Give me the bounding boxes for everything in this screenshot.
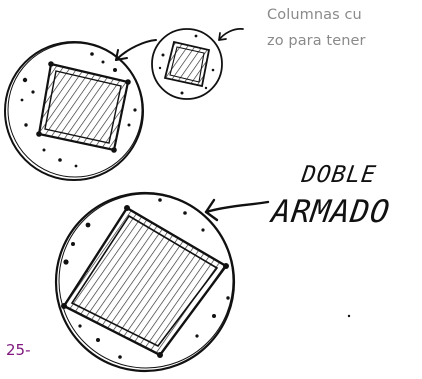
annotation-label-line-1: DOBLE	[300, 162, 379, 188]
arrow-icon	[204, 198, 270, 222]
arrow-icon	[115, 39, 157, 61]
arrow-icon	[218, 28, 244, 41]
body-text-line-2: zo para tener	[267, 33, 366, 49]
annotation-label-line-2: ARMADO	[269, 194, 393, 230]
body-text-line-1: Columnas cu	[267, 7, 362, 23]
page-number: 25-	[6, 341, 31, 359]
